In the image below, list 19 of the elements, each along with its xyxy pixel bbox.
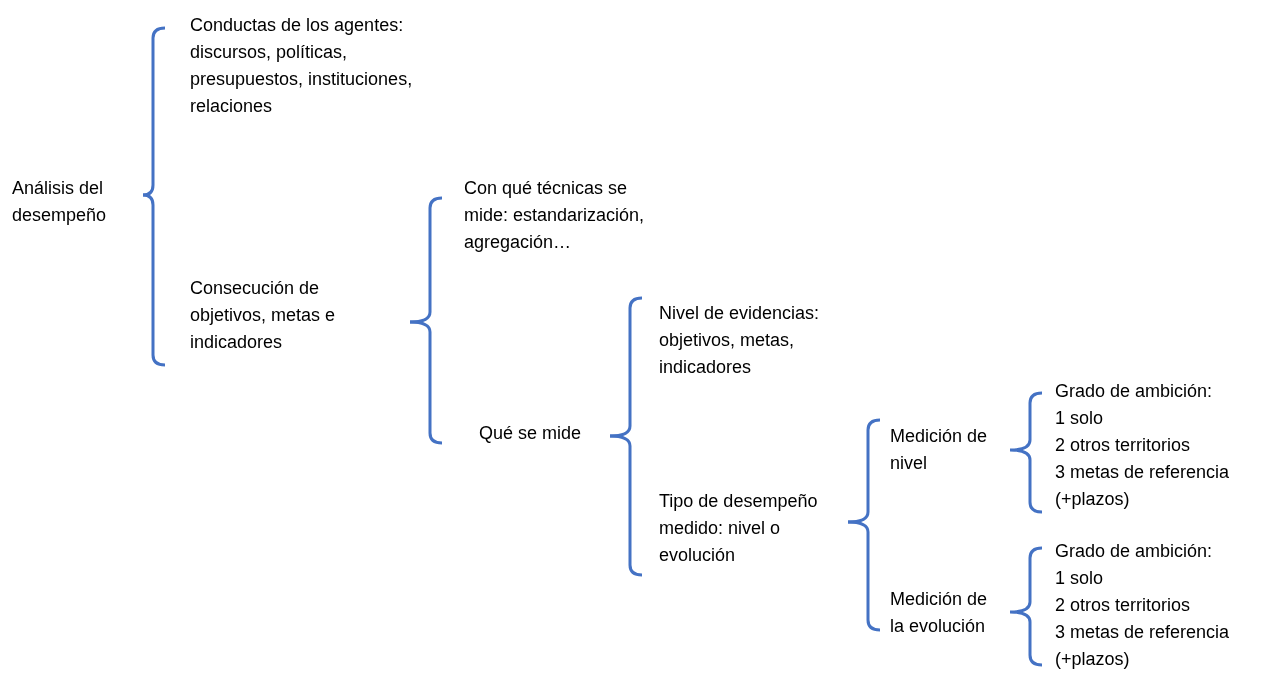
- label-text: 2 otros territorios: [1055, 434, 1192, 457]
- label-text: Medición de la evolución: [890, 586, 1005, 640]
- label-text: Análisis del desempeño: [12, 175, 137, 229]
- label-text: Grado de ambición:: [1055, 380, 1214, 403]
- label-text: Con qué técnicas se mide: estandarización, agregación…: [464, 175, 664, 256]
- label-text: 2 otros territorios: [1055, 594, 1192, 617]
- label-text: Tipo de desempeño medido: nivel o evolución: [659, 488, 849, 569]
- label-text: 1 solo: [1055, 567, 1105, 590]
- brace-connector: [1008, 546, 1044, 667]
- label-text: 3 metas de referencia (+plazos): [1055, 461, 1231, 511]
- label-text: Consecución de objetivos, metas e indicadores: [190, 275, 390, 356]
- label-text: Qué se mide: [479, 420, 599, 447]
- label-text: 3 metas de referencia (+plazos): [1055, 621, 1231, 671]
- label-text: Nivel de evidencias: objetivos, metas, indicadores: [659, 300, 859, 381]
- label-text: Medición de nivel: [890, 423, 1008, 477]
- label-text: Conductas de los agentes: discursos, políticas, presupuestos, instituciones, relaciones: [190, 12, 430, 120]
- brace-connector: [1008, 391, 1044, 514]
- label-text: Grado de ambición:: [1055, 540, 1214, 563]
- label-text: 1 solo: [1055, 407, 1105, 430]
